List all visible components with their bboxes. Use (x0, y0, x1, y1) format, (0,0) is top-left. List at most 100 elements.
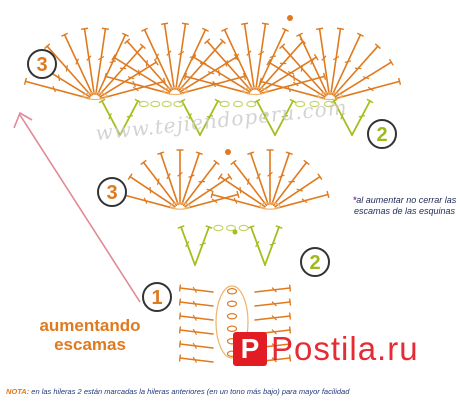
chain-stitch (226, 288, 238, 295)
chain-stitch (161, 100, 172, 108)
dc-stitch (259, 72, 327, 95)
dc-stitch (351, 98, 374, 136)
dc-stitch (271, 151, 293, 206)
brand-text: Postila.ru (271, 330, 419, 367)
increase-arrow (13, 111, 141, 303)
chain-stitch (226, 313, 238, 320)
dc-stitch (127, 173, 176, 208)
dc-stitch (178, 312, 214, 321)
dc-stitch (178, 340, 214, 349)
row-badge-row3-mid: 3 (97, 177, 127, 207)
dc-stitch (23, 77, 91, 100)
row-badge-row3-top: 3 (27, 49, 57, 79)
dc-stitch (266, 149, 274, 205)
dc-stitch (264, 225, 283, 266)
chain-stitch (169, 202, 191, 210)
dc-stitch (182, 159, 220, 207)
dc-stitch (98, 43, 146, 97)
dc-stitch (296, 32, 329, 96)
dc-stitch (241, 22, 255, 90)
row1-scale (215, 285, 249, 359)
dc-stitch (221, 27, 254, 91)
dc-stitch (175, 22, 189, 90)
chain-stitch (162, 86, 188, 96)
chain-stitch (323, 100, 334, 108)
dc-stitch (141, 27, 174, 91)
dc-stitch (279, 43, 327, 97)
dc-stitch (254, 312, 292, 321)
chain-stitch (82, 91, 108, 101)
chain-stitch (246, 100, 257, 108)
row-badge-row2-bottom: 2 (300, 247, 330, 277)
dc-stitch (178, 284, 214, 293)
chain-stitch (242, 86, 268, 96)
dc-stitch (247, 151, 269, 206)
dc-stitch (333, 43, 381, 97)
dc-stitch (274, 190, 330, 210)
dc-stitch (331, 32, 364, 96)
dc-stitch (81, 27, 95, 95)
corner-note: *al aumentar no cerrar las escamas de la… (352, 195, 457, 217)
dc-stitch (120, 190, 176, 210)
row-badge-label: 3 (36, 54, 47, 76)
dc-stitch (124, 38, 172, 92)
dc-stitch (181, 151, 203, 206)
dc-stitch (157, 151, 179, 206)
dc-stitch (99, 58, 159, 98)
dc-stitch (274, 173, 323, 208)
dc-stitch (274, 98, 297, 136)
dc-stitch (266, 58, 326, 98)
increase-label-line2: escamas (54, 335, 126, 354)
stitch-fans (23, 15, 402, 363)
dc-stitch (95, 27, 109, 95)
dc-stitch (98, 98, 121, 136)
orange-dot-marker (287, 15, 293, 21)
dc-stitch (61, 32, 94, 96)
row-badge-label: 2 (309, 252, 320, 274)
dc-stitch (254, 284, 292, 293)
chain-stitch (213, 224, 224, 232)
footnote-text: en las hileras 2 están marcadas la hiler… (29, 387, 350, 396)
dc-stitch (178, 298, 214, 307)
dc-stitch (316, 27, 330, 95)
dc-stitch (204, 38, 252, 92)
increase-label-line1: aumentando (39, 316, 141, 335)
dc-stitch (161, 22, 175, 90)
dc-stitch (247, 225, 266, 266)
footnote: NOTA: en las hileras 2 están marcadas la… (6, 387, 349, 396)
row-badge-row2-top: 2 (367, 119, 397, 149)
dc-stitch (330, 27, 344, 95)
dc-stitch (210, 190, 266, 210)
dc-stitch (334, 58, 394, 98)
dc-stitch (256, 27, 289, 91)
dc-stitch (217, 173, 266, 208)
row-badge-label: 3 (106, 182, 117, 204)
dc-stitch (191, 53, 251, 93)
chain-stitch (317, 91, 343, 101)
dc-stitch (230, 159, 268, 207)
chain-stitch (309, 100, 320, 108)
corner-note-text: al aumentar no cerrar las escamas de las… (353, 195, 457, 216)
dc-stitch (177, 225, 196, 266)
chain-stitch (226, 325, 238, 332)
orange-dot-marker (225, 149, 231, 155)
dc-stitch (258, 77, 326, 100)
chain-stitch (295, 100, 306, 108)
dc-stitch (111, 53, 171, 93)
dc-stitch (334, 77, 402, 100)
footnote-prefix: NOTA: (6, 387, 30, 396)
chain-stitch (219, 100, 230, 108)
dc-stitch (254, 298, 292, 307)
chain-loop (215, 285, 249, 359)
dc-stitch (178, 326, 214, 335)
brand-logo-icon: P (233, 332, 267, 366)
dc-stitch (140, 159, 178, 207)
increase-label: aumentando escamas (20, 316, 160, 354)
dc-stitch (183, 72, 251, 95)
dc-stitch (96, 32, 129, 96)
chain-stitch (232, 100, 244, 108)
dc-stitch (44, 43, 92, 97)
chain-stitch (138, 100, 149, 108)
